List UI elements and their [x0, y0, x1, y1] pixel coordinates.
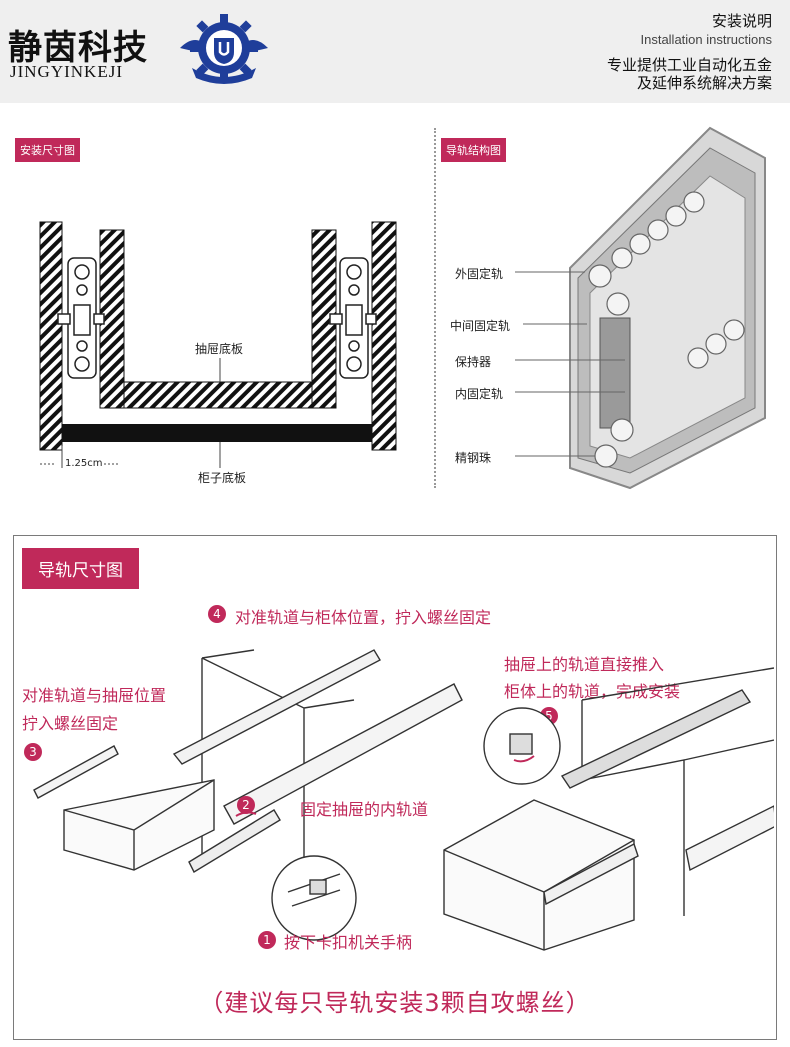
drawer-bottom-label: 抽屉底板	[195, 342, 244, 356]
cabinet-bottom-label: 柜子底板	[198, 471, 247, 485]
rail-structure-tag: 导轨结构图	[441, 138, 506, 162]
gap-label: 1.25cm	[65, 458, 103, 469]
tagline-line-2: 及延伸系统解决方案	[636, 74, 772, 92]
leader-lines	[515, 271, 625, 457]
step-1-badge: 1	[258, 931, 276, 949]
tagline-line-1: 专业提供工业自动化五金	[606, 56, 772, 74]
inner-rail-label: 内固定轨	[455, 387, 504, 401]
step-3-text-1: 对准轨道与抽屉位置	[22, 686, 167, 705]
gear-logo-icon	[180, 14, 268, 84]
outer-rail-label: 外固定轨	[455, 267, 504, 281]
install-size-diagram	[39, 221, 397, 468]
brand-name-cn: 静茵科技	[8, 28, 148, 68]
installation-illustration	[33, 649, 774, 951]
rail-size-tag: 导轨尺寸图	[22, 548, 139, 589]
steel-ball-label: 精钢珠	[455, 451, 492, 465]
step-4-badge: 4	[208, 605, 226, 623]
step-2-badge: 2	[237, 796, 255, 814]
divider	[434, 128, 436, 488]
step-5-text-2: 柜体上的轨道，完成安装	[504, 682, 681, 701]
step-2-text: 固定抽屉的内轨道	[300, 800, 429, 819]
install-size-tag: 安装尺寸图	[15, 138, 80, 162]
step-5-text-1: 抽屉上的轨道直接推入	[504, 655, 665, 674]
page-title-en: Installation instructions	[640, 32, 772, 47]
step-1-text: 按下卡扣机关手柄	[284, 933, 413, 952]
page-title: 安装说明	[711, 12, 772, 30]
step-3-text-2: 拧入螺丝固定	[22, 714, 119, 733]
middle-rail-label: 中间固定轨	[450, 319, 511, 333]
step-4-text: 对准轨道与柜体位置，拧入螺丝固定	[235, 608, 492, 627]
brand-name-en: JINGYINKEJI	[10, 62, 123, 81]
screw-recommendation-note: （建议每只导轨安装3颗自攻螺丝）	[199, 989, 591, 1017]
page-header: 静茵科技 JINGYINKEJI 安装说明 Installation instr…	[0, 0, 790, 103]
step-3-badge: 3	[24, 743, 42, 761]
retainer-label: 保持器	[455, 355, 492, 369]
install-steps-frame	[13, 535, 777, 1040]
